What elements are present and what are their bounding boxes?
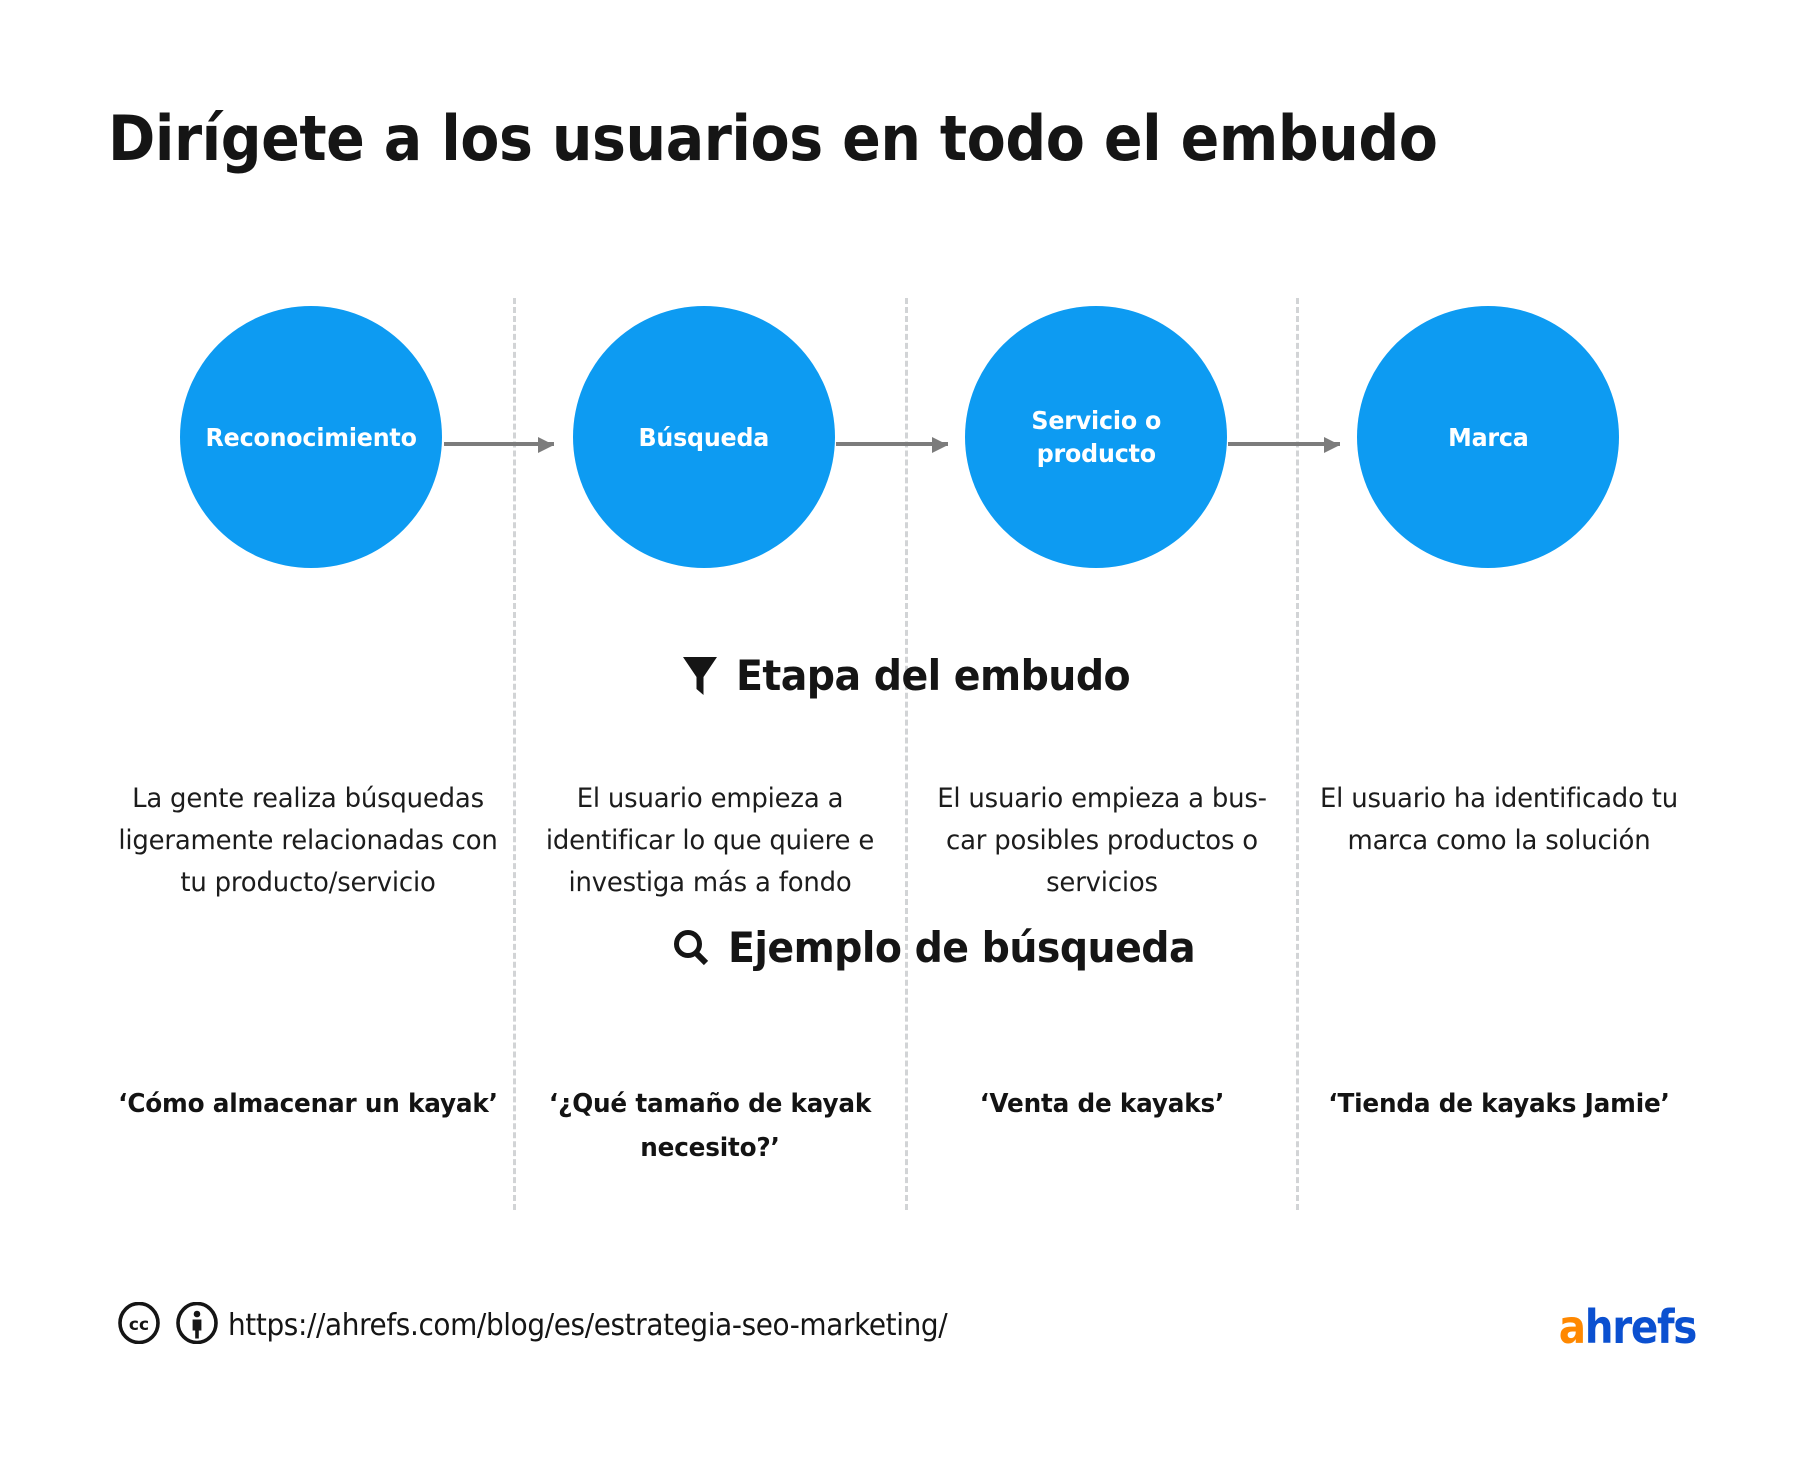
stage-label: Marca (1447, 422, 1529, 452)
section-heading-label: Etapa del embudo (736, 651, 1131, 700)
arrow-right-icon-3 (1228, 437, 1340, 453)
column-divider-3 (1296, 298, 1299, 1210)
footer: cc https://ahrefs.com/blog/es/estrategia… (0, 1288, 1800, 1378)
search-icon (674, 930, 709, 966)
svg-text:cc: cc (129, 1315, 149, 1335)
stage-label: Búsqueda (638, 422, 770, 452)
cc-by-icon (176, 1302, 218, 1344)
funnel-stage-description-1: La gente realiza búsquedas ligeramente r… (118, 783, 498, 898)
funnel-stage-description-2: El usuario empieza a identificar lo que … (545, 783, 875, 898)
funnel-stage-description-3: El usuario empieza a bus-car posibles pr… (937, 783, 1267, 898)
stage-circle-busqueda[interactable]: Búsqueda (573, 306, 835, 568)
source-url[interactable]: https://ahrefs.com/blog/es/estrategia-se… (228, 1308, 948, 1343)
stage-label: Reconocimiento (205, 422, 417, 452)
arrow-right-icon-1 (444, 437, 554, 453)
arrow-right-icon-2 (836, 437, 948, 453)
stage-circle-reconocimiento[interactable]: Reconocimiento (180, 306, 442, 568)
column-divider-1 (513, 298, 516, 1210)
license-icons: cc (118, 1302, 218, 1344)
ahrefs-logo: ahrefs (1558, 1300, 1698, 1354)
search-example-3: ‘Venta de kayaks’ (979, 1089, 1225, 1119)
search-example-1: ‘Cómo almacenar un kayak’ (118, 1089, 498, 1119)
search-example-2: ‘¿Qué tamaño de kayak necesito?’ (548, 1089, 872, 1163)
section-heading-label: Ejemplo de búsqueda (728, 923, 1196, 972)
ahrefs-logo-accent: a (1558, 1300, 1586, 1354)
funnel-stage-description-4: El usuario ha identificado tu marca como… (1319, 783, 1678, 856)
section-heading-funnel-stage: Etapa del embudo (682, 652, 1155, 700)
funnel-icon (683, 657, 717, 695)
page-title: Dirígete a los usuarios en todo el embud… (108, 102, 1438, 175)
section-heading-search-example: Ejemplo de búsqueda (672, 924, 1225, 972)
cc-icon: cc (118, 1302, 160, 1344)
ahrefs-logo-text: hrefs (1584, 1300, 1698, 1354)
search-example-4: ‘Tienda de kayaks Jamie’ (1328, 1089, 1670, 1119)
stage-circle-marca[interactable]: Marca (1357, 306, 1619, 568)
column-divider-2 (905, 298, 908, 1210)
